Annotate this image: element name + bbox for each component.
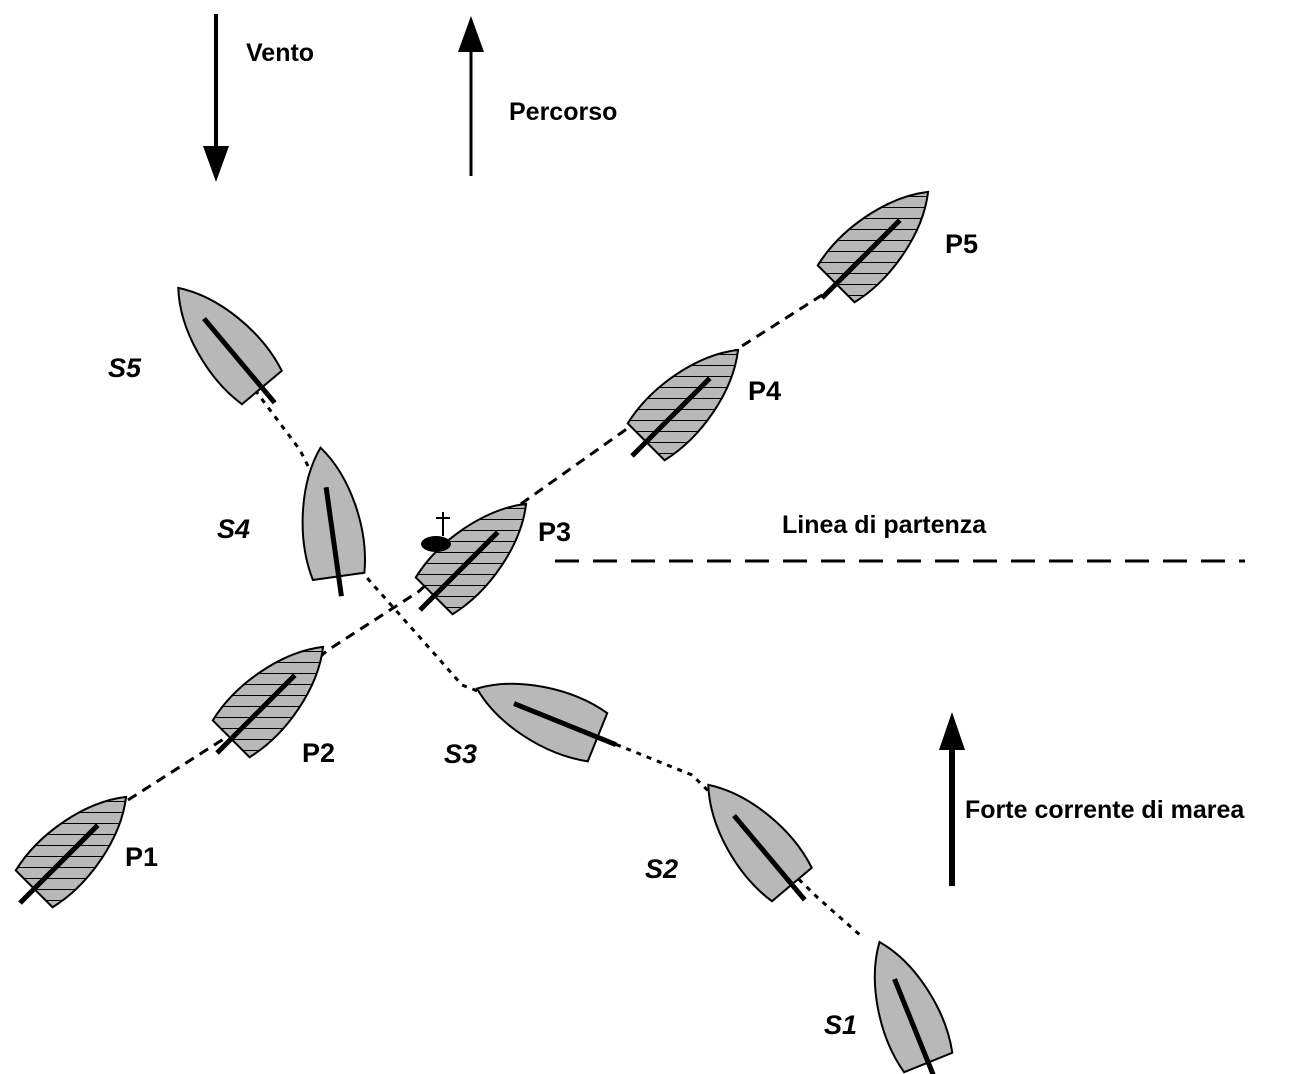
label-p4: P4 xyxy=(748,376,781,406)
course-arrow xyxy=(458,16,484,176)
boat-p4 xyxy=(624,327,761,464)
label-p1: P1 xyxy=(125,842,158,872)
wind-arrow xyxy=(203,14,229,182)
current-label: Forte corrente di marea xyxy=(965,796,1245,824)
buoy-icon xyxy=(421,512,451,552)
label-s4: S4 xyxy=(217,514,250,544)
boat-s5 xyxy=(154,267,286,408)
label-p5: P5 xyxy=(945,229,978,259)
label-s2: S2 xyxy=(645,854,678,884)
boat-p5 xyxy=(814,169,951,306)
boat-p3 xyxy=(412,481,549,618)
label-s5: S5 xyxy=(108,353,142,383)
start-line-label: Linea di partenza xyxy=(782,511,987,539)
course-label: Percorso xyxy=(509,98,617,126)
label-s3: S3 xyxy=(444,739,477,769)
current-arrow xyxy=(939,712,965,886)
label-p2: P2 xyxy=(302,738,335,768)
wind-label: Vento xyxy=(246,39,314,67)
boat-s2 xyxy=(684,764,816,905)
boat-s4 xyxy=(290,442,370,597)
boat-p2 xyxy=(209,624,346,761)
label-p3: P3 xyxy=(538,517,571,547)
label-s1: S1 xyxy=(824,1010,857,1040)
boat-s1 xyxy=(850,929,957,1074)
boat-s3 xyxy=(464,659,617,766)
boat-p1 xyxy=(12,774,149,911)
